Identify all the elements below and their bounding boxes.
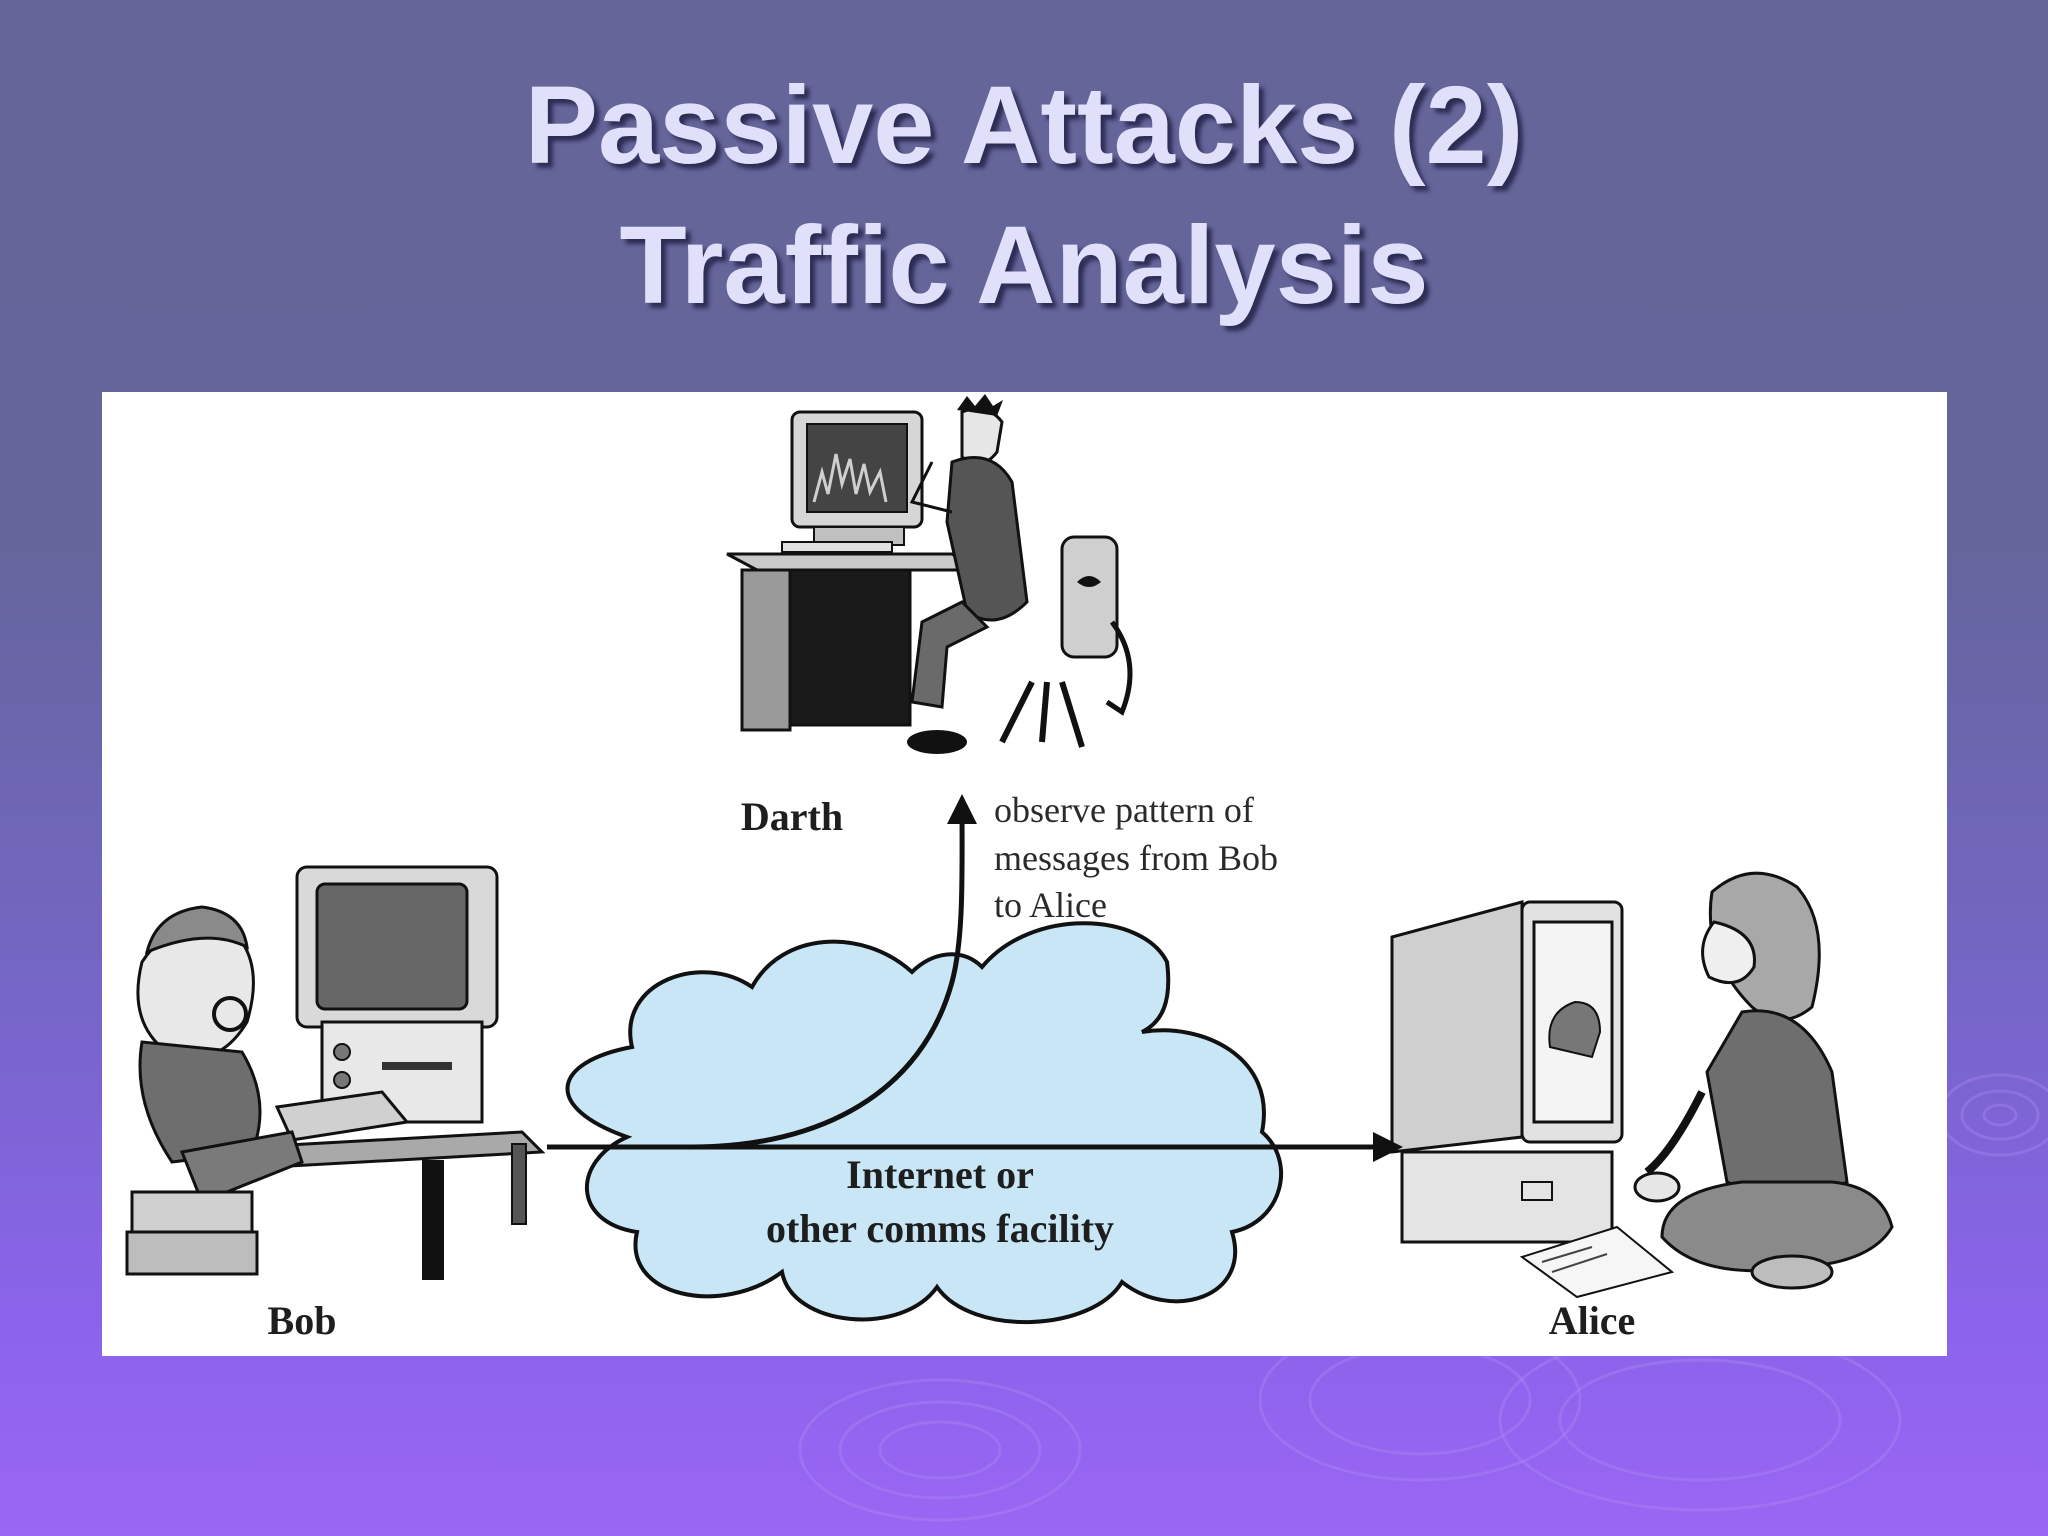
cloud-label-line-2: other comms facility	[766, 1206, 1114, 1251]
books-icon	[125, 1190, 259, 1276]
alice-workstation-illustration	[1390, 871, 1894, 1299]
slide-title-line-2: Traffic Analysis	[619, 204, 1429, 327]
bob-workstation-illustration	[125, 865, 546, 1280]
alice-label: Alice	[1549, 1298, 1636, 1343]
bob-person-icon	[125, 905, 304, 1276]
computer-icon	[781, 410, 924, 553]
computer-icon	[1390, 900, 1675, 1299]
desk-icon	[726, 552, 983, 732]
darth-label: Darth	[741, 794, 843, 839]
darth-workstation-illustration	[726, 394, 1133, 754]
alice-person-icon	[1633, 871, 1894, 1290]
darth-person-icon	[907, 394, 1133, 754]
slide-title-line-1: Passive Attacks (2)	[524, 64, 1524, 187]
bob-label: Bob	[268, 1298, 337, 1343]
computer-icon	[274, 865, 499, 1142]
annotation-line-1: observe pattern of	[994, 790, 1254, 830]
cloud-icon	[565, 921, 1284, 1324]
cloud-label-line-1: Internet or	[846, 1152, 1034, 1197]
observation-arrow-icon	[691, 794, 978, 1150]
traffic-analysis-diagram: Darth Bob Alice observe pattern of messa…	[125, 394, 1894, 1343]
annotation-line-2: messages from Bob	[994, 838, 1278, 878]
diagram-panel: Darth Bob Alice observe pattern of messa…	[102, 392, 1947, 1356]
annotation-line-3: to Alice	[994, 885, 1107, 925]
